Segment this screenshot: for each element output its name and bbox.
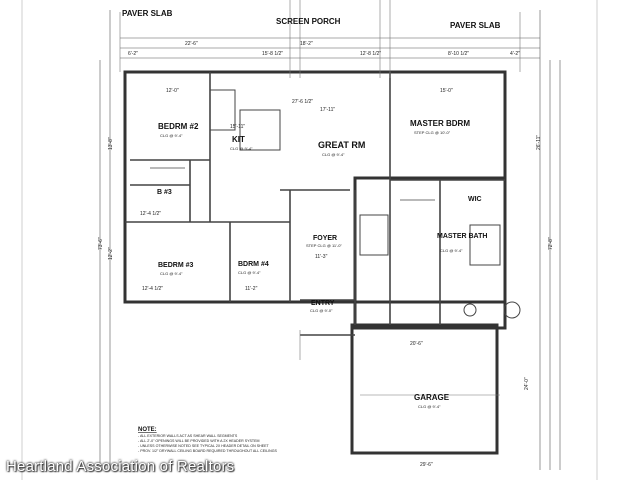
dim-bdrm4-w: 11'-2" xyxy=(245,286,258,292)
master-bath-label: MASTER BATH xyxy=(437,233,487,240)
kit-label: KIT xyxy=(232,135,245,144)
dim-top-c: 18'-2" xyxy=(300,41,313,47)
bedrm3-label: BEDRM #3 xyxy=(158,262,194,269)
dim-bottom-b: 20'-6" xyxy=(410,341,423,347)
watermark-text: Heartland Association of Realtors xyxy=(6,458,235,475)
master-bath-clg: CLG @ 9'-4" xyxy=(440,248,463,253)
bedrm2-clg: CLG @ 9'-4" xyxy=(160,133,183,138)
column-lines xyxy=(119,0,521,396)
entry-label: ENTRY xyxy=(311,300,335,307)
b3-label: B #3 xyxy=(157,189,172,196)
bedrm3-clg: CLG @ 9'-4" xyxy=(160,271,183,276)
paver-slab-right-label: PAVER SLAB xyxy=(450,21,501,30)
interior-walls xyxy=(125,72,521,336)
dim-mid-c: 15'-11" xyxy=(230,124,245,130)
entry-clg: CLG @ 9'-0" xyxy=(310,308,333,313)
dim-top-b: 6'-2" xyxy=(128,51,138,57)
great-rm-label: GREAT RM xyxy=(318,140,365,150)
screen-porch-label: SCREEN PORCH xyxy=(276,17,341,26)
notes-block: NOTE: - ALL EXTERIOR WALLS ACT AS SHEAR … xyxy=(138,427,278,453)
dim-top-f: 15'-8 1/2" xyxy=(262,51,283,57)
paver-slab-left-label: PAVER SLAB xyxy=(122,9,173,18)
dim-left-total: 73'-6" xyxy=(98,237,104,250)
garage-label: GARAGE xyxy=(414,393,450,402)
bdrm4-clg: CLG @ 9'-4" xyxy=(238,270,261,275)
bdrm4-label: BDRM #4 xyxy=(238,261,269,268)
note-line-3: - UNLESS OTHERWISE NOTED SEE TYPICAL 2X … xyxy=(138,444,270,448)
foyer-clg: STEP CLG @ 11'-0" xyxy=(306,243,342,248)
dim-left-a: 13'-8" xyxy=(108,137,114,150)
note-title: NOTE: xyxy=(138,427,157,433)
dim-mid-a: 27'-6 1/2" xyxy=(292,99,313,105)
dim-top-g: 12'-8 1/2" xyxy=(360,51,381,57)
dim-foyer-w: 11'-3" xyxy=(315,254,328,260)
dim-bed2-w: 12'-4 1/2" xyxy=(140,211,161,217)
note-line-2: - ALL 2'-0" OPENINGS WILL BE PROVIDED WI… xyxy=(138,439,260,443)
dim-mid-b: 17'-11" xyxy=(320,107,335,113)
master-bdrm-label: MASTER BDRM xyxy=(410,119,470,128)
dim-left-b: 12'-2" xyxy=(108,247,114,260)
exterior-walls xyxy=(123,70,507,455)
great-rm-clg: CLG @ 9'-4" xyxy=(322,152,345,157)
dim-right-a: 26'-11" xyxy=(536,135,542,150)
top-dimension-lines xyxy=(99,10,561,470)
dim-top-e: 4'-2" xyxy=(510,51,520,57)
dim-top-i: 15'-0" xyxy=(440,88,453,94)
dim-top-d: 8'-10 1/2" xyxy=(448,51,469,57)
dim-bed3-w: 12'-4 1/2" xyxy=(142,286,163,292)
kit-clg: CLG @ 9'-4" xyxy=(230,146,253,151)
foyer-label: FOYER xyxy=(313,235,337,242)
master-bdrm-clg: STEP CLG @ 10'-0" xyxy=(414,130,451,135)
dim-top-h: 12'-0" xyxy=(166,88,179,94)
note-line-1: - ALL EXTERIOR WALLS ACT AS SHEAR WALL S… xyxy=(138,434,238,438)
dim-bottom-a: 29'-6" xyxy=(420,462,433,468)
note-line-4: - PROV. 1/2" DRYWALL CEILING BOARD REQUI… xyxy=(138,449,278,453)
dimension-texts: 22'-6" 6'-2" 18'-2" 8'-10 1/2" 4'-2" 15'… xyxy=(98,41,554,468)
garage-clg: CLG @ 9'-4" xyxy=(418,404,441,409)
dim-top-a: 22'-6" xyxy=(185,41,198,47)
wic-label: WIC xyxy=(468,196,482,203)
dim-right-b: 72'-8" xyxy=(548,237,554,250)
bedrm2-label: BEDRM #2 xyxy=(158,122,199,131)
dim-right-c: 24'-0" xyxy=(524,377,530,390)
